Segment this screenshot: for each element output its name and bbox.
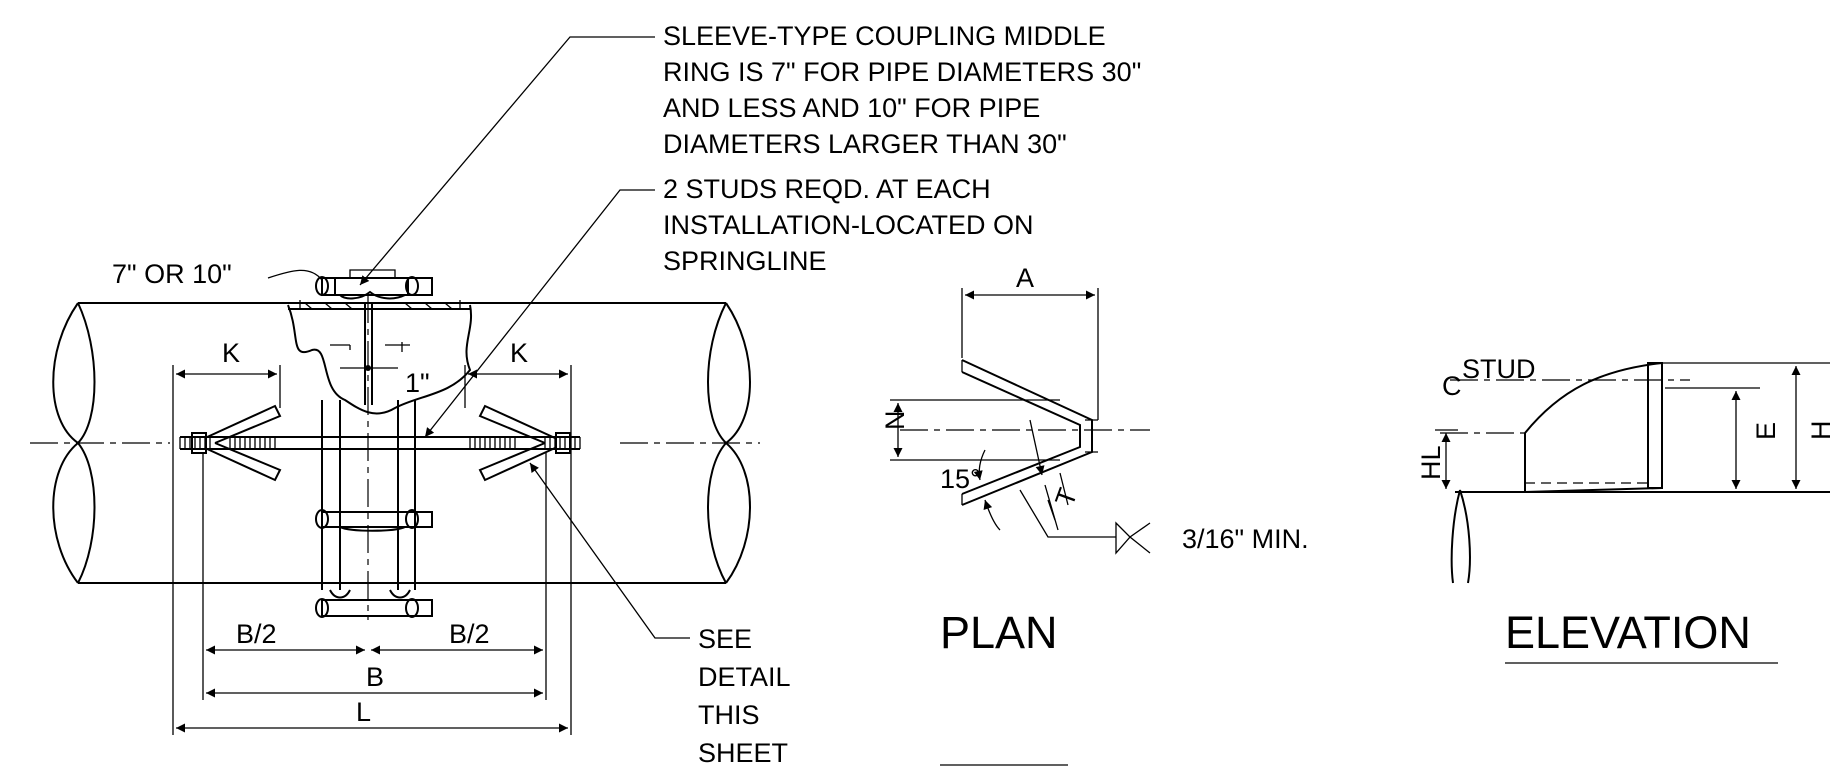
dim-l: L	[356, 697, 371, 727]
follower-rings	[315, 295, 433, 620]
dim-hl: HL	[1416, 445, 1446, 480]
dim-t: T	[1049, 484, 1083, 510]
note-coupling-line-2: RING IS 7" FOR PIPE DIAMETERS 30"	[663, 57, 1141, 87]
dim-k-right: K	[510, 338, 528, 368]
dim-half-b-right: B/2	[449, 619, 490, 649]
b-l-dims	[176, 453, 568, 733]
note-studs-line-1: 2 STUDS REQD. AT EACH	[663, 174, 991, 204]
dim-gap-label: 1"	[405, 368, 430, 398]
dim-half-b-left: B/2	[236, 619, 277, 649]
dim-angle: 15°	[940, 464, 981, 494]
note-studs-line-3: SPRINGLINE	[663, 246, 827, 276]
note-studs-line-2: INSTALLATION-LOCATED ON	[663, 210, 1034, 240]
right-lug	[478, 404, 556, 482]
weld-size: 3/16" MIN.	[1182, 524, 1309, 554]
harness-stud	[179, 432, 581, 454]
centerline-symbol: C	[1442, 371, 1462, 401]
elevation-view	[1435, 362, 1830, 664]
note-coupling-line-1: SLEEVE-TYPE COUPLING MIDDLE	[663, 21, 1106, 51]
leaders	[267, 36, 690, 639]
dim-ring-label: 7" OR 10"	[112, 259, 232, 289]
see-detail-line-3: THIS	[698, 700, 760, 730]
top-bolt	[315, 269, 433, 300]
elevation-title: ELEVATION	[1505, 607, 1751, 658]
pipe	[30, 302, 760, 584]
joint-labels: SLEEVE-TYPE COUPLING MIDDLE RING IS 7" F…	[112, 21, 1141, 768]
plan-view	[890, 288, 1151, 766]
dim-k-left: K	[222, 338, 240, 368]
plan-title: PLAN	[940, 607, 1058, 658]
dim-n: N	[880, 411, 910, 431]
dim-b: B	[366, 662, 384, 692]
see-detail-line-1: SEE	[698, 624, 752, 654]
elevation-labels: C STUD E H HL ELEVATION	[1416, 354, 1830, 658]
see-detail-line-2: DETAIL	[698, 662, 791, 692]
dim-h: H	[1806, 421, 1830, 441]
left-lug	[204, 404, 282, 482]
coupling-cutaway	[287, 300, 472, 415]
plan-labels: A N 15° T 3/16" MIN. PLAN	[880, 263, 1309, 658]
see-detail-line-4: SHEET	[698, 738, 788, 768]
joint-view	[30, 36, 760, 735]
dim-e: E	[1751, 422, 1781, 440]
k-dims	[172, 365, 572, 735]
note-coupling-line-4: DIAMETERS LARGER THAN 30"	[663, 129, 1067, 159]
note-coupling-line-3: AND LESS AND 10" FOR PIPE	[663, 93, 1040, 123]
stud-label: STUD	[1462, 354, 1536, 384]
dim-a: A	[1016, 263, 1034, 293]
